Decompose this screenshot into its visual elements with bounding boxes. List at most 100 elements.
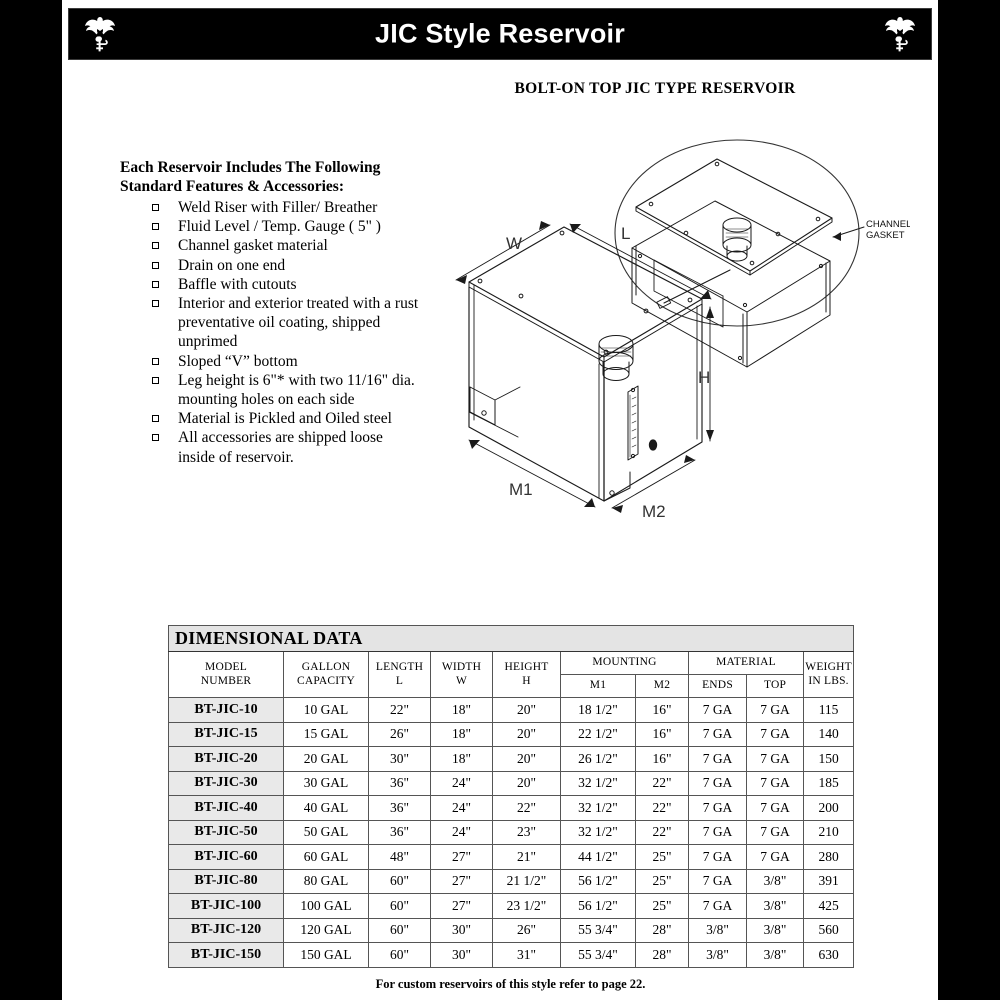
dimension-label-w: W	[506, 234, 522, 253]
cell-model: BT-JIC-30	[168, 770, 284, 796]
square-bullet-icon	[152, 415, 159, 423]
cell-m1: 32 1/2"	[560, 795, 636, 821]
cell-weight: 560	[802, 917, 855, 943]
right-margin-bar	[938, 0, 1000, 1000]
reservoir-technical-drawing: W L H M1 M2 CHANNEL GASKET	[440, 115, 910, 555]
list-item-label: mounting holes on each side	[178, 391, 355, 409]
col-header-m1: M1	[560, 674, 636, 698]
cell-height: 21"	[492, 844, 561, 870]
table-row: BT-JIC-150 150 GAL 60" 30" 31" 55 3/4" 2…	[168, 942, 855, 968]
cell-length: 60"	[368, 942, 431, 968]
features-list: Weld Riser with Filler/ Breather Fluid L…	[120, 198, 450, 467]
list-item-continuation: preventative oil coating, shipped	[150, 313, 450, 332]
cell-model: BT-JIC-50	[168, 819, 284, 845]
cell-ends: 7 GA	[688, 746, 747, 772]
table-row: BT-JIC-20 20 GAL 30" 18" 20" 26 1/2" 16"…	[168, 746, 855, 772]
list-item: Fluid Level / Temp. Gauge ( 5" )	[150, 217, 450, 236]
cell-m2: 28"	[635, 942, 689, 968]
list-item-continuation: unprimed	[150, 332, 450, 351]
cell-weight: 391	[802, 868, 855, 894]
main-tank	[468, 226, 703, 502]
cell-gallon: 15 GAL	[283, 721, 369, 747]
cell-ends: 7 GA	[688, 868, 747, 894]
cell-height: 22"	[492, 795, 561, 821]
cell-m1: 55 3/4"	[560, 942, 636, 968]
square-bullet-icon	[152, 242, 159, 250]
table-header-row-2: M1 M2 ENDS TOP	[169, 674, 854, 698]
list-item: Weld Riser with Filler/ Breather	[150, 198, 450, 217]
cell-width: 27"	[430, 844, 493, 870]
square-bullet-icon	[152, 434, 159, 442]
cell-model: BT-JIC-15	[168, 721, 284, 747]
square-bullet-icon	[152, 376, 159, 384]
table-row: BT-JIC-120 120 GAL 60" 30" 26" 55 3/4" 2…	[168, 917, 855, 943]
cell-height: 23 1/2"	[492, 893, 561, 919]
dimension-m2	[611, 455, 696, 513]
cell-width: 18"	[430, 697, 493, 723]
breather-filler-cap	[598, 335, 634, 381]
cell-length: 60"	[368, 893, 431, 919]
cell-height: 20"	[492, 770, 561, 796]
left-margin-bar	[0, 0, 62, 1000]
cell-length: 36"	[368, 795, 431, 821]
list-item: Sloped “V” bottom	[150, 352, 450, 371]
page-title: JIC Style Reservoir	[375, 18, 625, 49]
dimension-label-m1: M1	[509, 480, 533, 499]
list-item: Leg height is 6"* with two 11/16" dia.	[150, 371, 450, 390]
list-item: Baffle with cutouts	[150, 275, 450, 294]
eagle-logo-icon	[885, 17, 915, 52]
cell-m1: 18 1/2"	[560, 697, 636, 723]
square-bullet-icon	[152, 261, 159, 269]
list-item: All accessories are shipped loose	[150, 428, 450, 447]
cell-weight: 200	[802, 795, 855, 821]
detail-tank-body	[631, 200, 831, 368]
cell-top: 7 GA	[746, 746, 804, 772]
cell-m2: 22"	[635, 770, 689, 796]
table-row: BT-JIC-80 80 GAL 60" 27" 21 1/2" 56 1/2"…	[168, 868, 855, 894]
cell-m1: 56 1/2"	[560, 893, 636, 919]
cell-ends: 7 GA	[688, 844, 747, 870]
list-item-label: All accessories are shipped loose	[178, 429, 383, 447]
cell-height: 26"	[492, 917, 561, 943]
col-header-ends: ENDS	[688, 674, 747, 698]
cell-ends: 7 GA	[688, 770, 747, 796]
cell-model: BT-JIC-60	[168, 844, 284, 870]
callout-label-gasket: GASKET	[866, 230, 905, 241]
list-item-label: Leg height is 6"* with two 11/16" dia.	[178, 371, 415, 389]
cell-m1: 22 1/2"	[560, 721, 636, 747]
cell-ends: 3/8"	[688, 917, 747, 943]
cell-top: 3/8"	[746, 942, 804, 968]
cell-weight: 210	[802, 819, 855, 845]
square-bullet-icon	[152, 357, 159, 365]
cell-length: 30"	[368, 746, 431, 772]
drain-port	[648, 439, 658, 451]
cell-ends: 7 GA	[688, 721, 747, 747]
table-footnote: For custom reservoirs of this style refe…	[375, 977, 646, 991]
cell-m2: 16"	[635, 746, 689, 772]
cell-model: BT-JIC-40	[168, 795, 284, 821]
list-item: Drain on one end	[150, 256, 450, 275]
cell-weight: 185	[802, 770, 855, 796]
cell-width: 18"	[430, 721, 493, 747]
eagle-logo-icon	[85, 17, 115, 52]
table-row: BT-JIC-50 50 GAL 36" 24" 23" 32 1/2" 22"…	[168, 819, 855, 845]
cell-width: 24"	[430, 819, 493, 845]
cell-gallon: 120 GAL	[283, 917, 369, 943]
cell-m2: 16"	[635, 697, 689, 723]
cell-width: 30"	[430, 917, 493, 943]
cell-gallon: 60 GAL	[283, 844, 369, 870]
cell-top: 3/8"	[746, 893, 804, 919]
cell-m2: 25"	[635, 893, 689, 919]
list-item-label: inside of reservoir.	[178, 448, 294, 466]
cell-weight: 280	[802, 844, 855, 870]
list-item: Channel gasket material	[150, 236, 450, 255]
cell-height: 23"	[492, 819, 561, 845]
dimension-m1	[468, 439, 596, 508]
cell-model: BT-JIC-80	[168, 868, 284, 894]
